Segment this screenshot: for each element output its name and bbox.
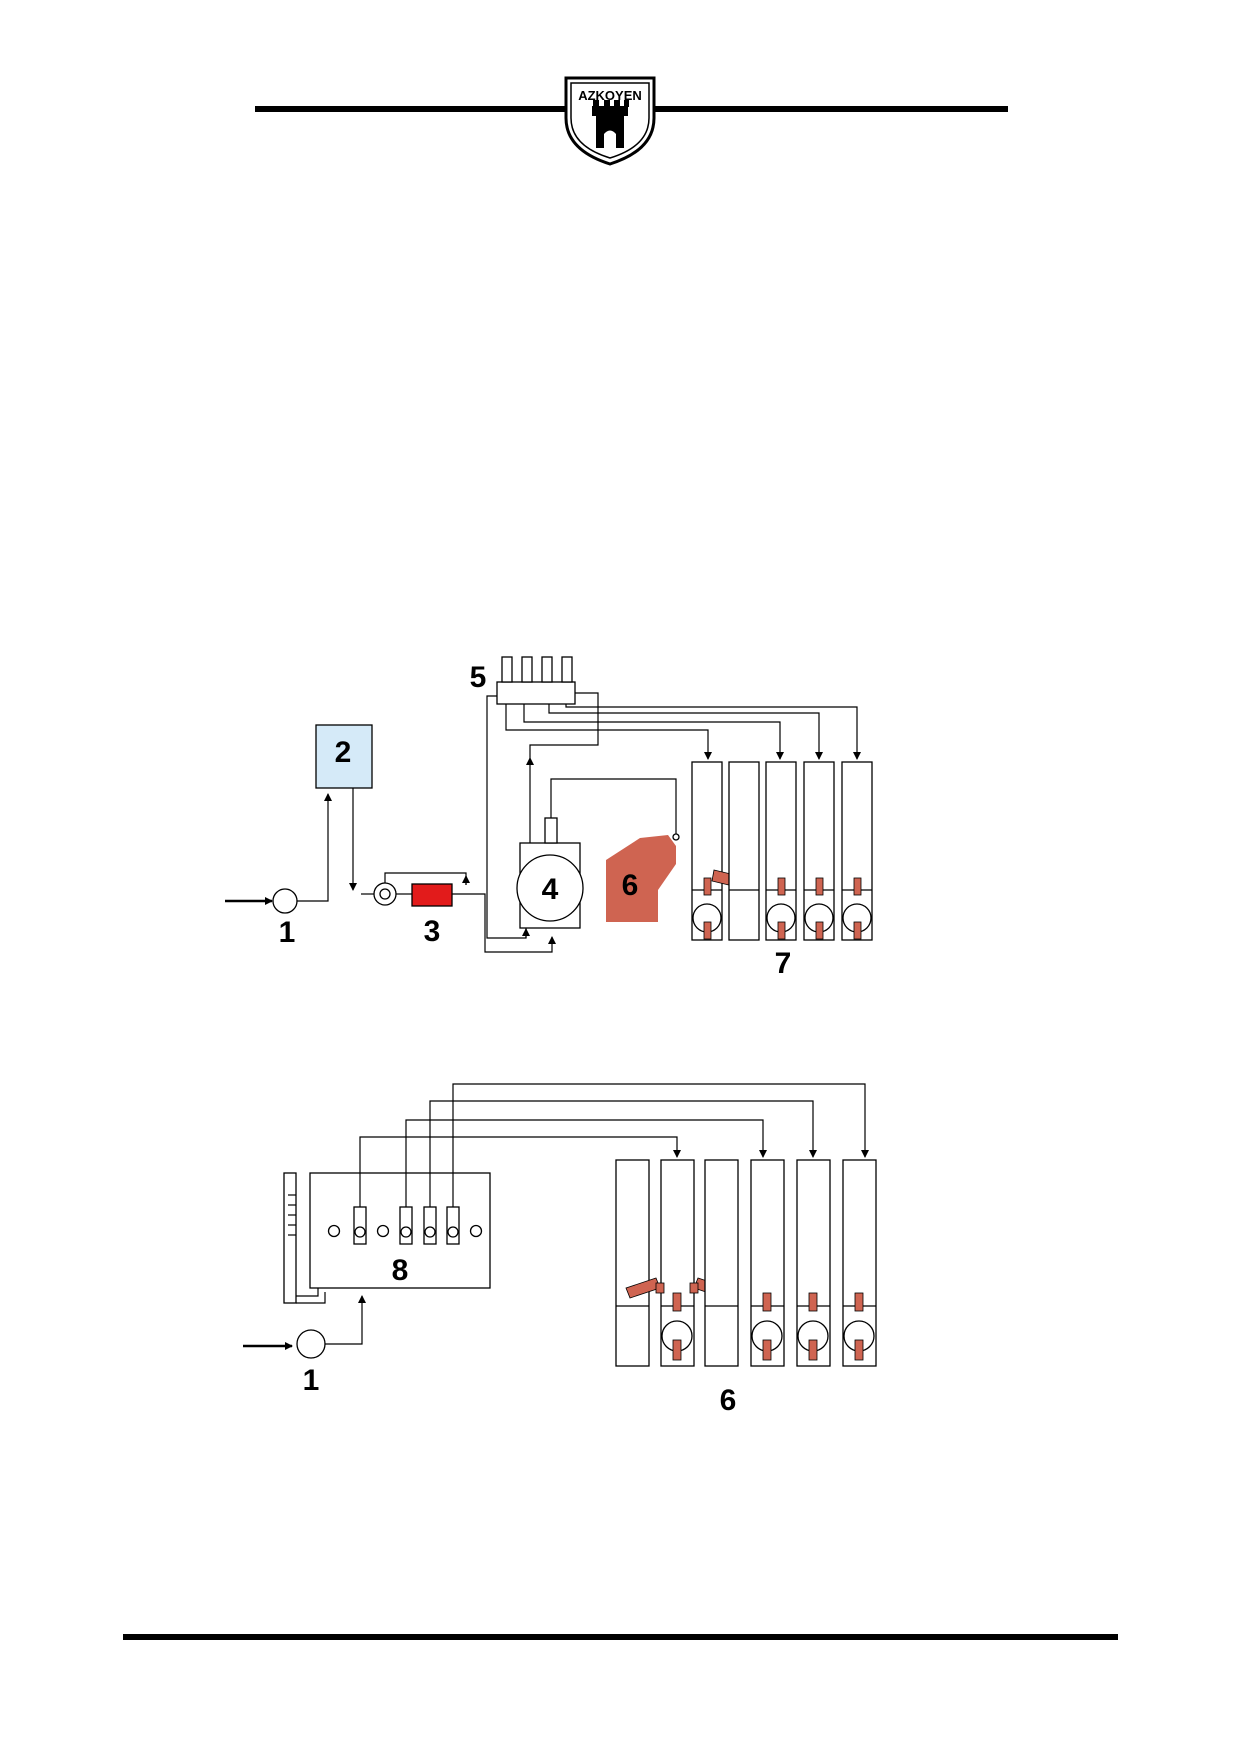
valve-block xyxy=(496,681,576,705)
label-tank: 2 xyxy=(335,736,352,769)
azkoyen-logo: AZKOYEN xyxy=(564,76,656,166)
diagram-bottom: 1 8 xyxy=(243,1083,877,1417)
inlet-valve xyxy=(296,1329,326,1359)
panel-valve-1 xyxy=(353,1206,367,1245)
inlet-valve xyxy=(272,888,298,914)
mixer-4-piston xyxy=(815,877,824,896)
mixer-1-piston xyxy=(703,877,712,896)
pipe-valve-to-mixer-1 xyxy=(505,704,712,760)
level-gauge-ticks xyxy=(288,1194,296,1236)
diagram-top: 1 2 3 4 5 xyxy=(225,656,873,980)
pipe-panel-to-mixer-6 xyxy=(452,1083,869,1207)
logo-text: AZKOYEN xyxy=(578,88,642,103)
mixer-5-piston xyxy=(853,877,862,896)
mixer-3-piston xyxy=(777,877,786,896)
boiler xyxy=(606,835,676,922)
pipe-panel-to-mixer-4 xyxy=(405,1119,767,1207)
heater xyxy=(411,883,453,907)
label-inlet: 1 xyxy=(279,916,296,949)
label-pump: 4 xyxy=(542,873,559,906)
mixer-2 xyxy=(728,761,760,941)
valve-2 xyxy=(521,656,533,683)
panel-valve-2 xyxy=(399,1206,413,1245)
panel-valve-4 xyxy=(446,1206,460,1245)
pump-motor xyxy=(544,817,558,844)
pump xyxy=(516,854,584,922)
pipe-panel-to-mixer-5 xyxy=(429,1100,817,1207)
panel-valve-3 xyxy=(423,1206,437,1245)
label-heater: 3 xyxy=(424,915,441,948)
pipe-valve-to-mixer-3 xyxy=(523,704,784,760)
label-inlet: 1 xyxy=(303,1364,320,1397)
valve-1 xyxy=(501,656,513,683)
tank xyxy=(315,724,373,789)
bottom-mixer-1 xyxy=(615,1159,650,1367)
label-mixers: 6 xyxy=(720,1384,737,1417)
label-boiler: 6 xyxy=(622,869,639,902)
bottom-mixer-3 xyxy=(704,1159,739,1367)
valve-3 xyxy=(541,656,553,683)
pipe-valve-to-mixer-4 xyxy=(548,704,823,760)
valve-4 xyxy=(561,656,573,683)
pipe-valve-to-mixer-5 xyxy=(565,704,861,760)
label-valve-block: 5 xyxy=(470,661,487,694)
label-mixers: 7 xyxy=(775,947,792,980)
label-valve-panel: 8 xyxy=(392,1254,409,1287)
mixer-group-bottom xyxy=(615,1159,877,1367)
pipe-bypass xyxy=(384,872,467,885)
pipe-inlet-to-panel xyxy=(325,1295,366,1345)
pipe-panel-to-mixer-2 xyxy=(359,1136,681,1207)
mixer-group xyxy=(691,761,873,941)
header: AZKOYEN xyxy=(255,76,1008,166)
castle-icon xyxy=(592,100,629,148)
level-gauge xyxy=(283,1172,297,1304)
pipe-inlet-to-tank xyxy=(297,793,332,902)
pipe-pump-to-boiler xyxy=(550,778,677,836)
pipe-heater-to-pump xyxy=(452,893,556,953)
